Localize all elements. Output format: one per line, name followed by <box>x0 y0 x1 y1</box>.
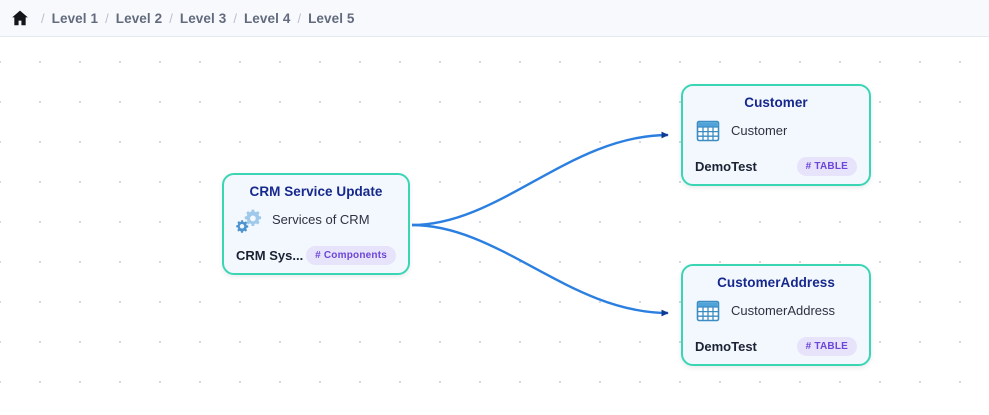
graph-node-crm-service-update[interactable]: CRM Service Update Services of CRM CRM S… <box>222 173 410 275</box>
breadcrumb-separator-4: / <box>297 10 302 26</box>
node-type-badge[interactable]: # Components <box>306 246 396 265</box>
breadcrumb-separator-3: / <box>233 10 237 26</box>
graph-node-customer[interactable]: Customer Customer DemoT <box>681 84 871 186</box>
breadcrumb-separator-1: / <box>105 10 109 26</box>
breadcrumb-item-level-3[interactable]: Level 3 <box>179 10 227 26</box>
node-footer: DemoTest # TABLE <box>695 149 857 176</box>
edge-crm-to-customeraddress <box>411 223 669 317</box>
node-footer: CRM Sys... # Components <box>236 238 396 265</box>
node-body: Services of CRM <box>236 207 396 233</box>
node-body: Customer <box>695 118 857 144</box>
breadcrumb-item-level-5[interactable]: Level 5 <box>308 10 355 26</box>
breadcrumb-item-level-4[interactable]: Level 4 <box>243 10 291 26</box>
node-subtitle: Customer <box>731 123 788 138</box>
breadcrumb-item-level-2[interactable]: Level 2 <box>115 10 163 26</box>
node-owner-label: CRM Sys... <box>236 248 304 263</box>
node-subtitle: CustomerAddress <box>731 303 836 318</box>
node-title: CustomerAddress <box>717 275 835 290</box>
edge-crm-to-customer <box>411 131 669 227</box>
breadcrumb: / Level 1 / Level 2 / Level 3 / Level 4 … <box>0 0 989 37</box>
table-icon <box>696 120 720 142</box>
node-title: Customer <box>744 95 808 110</box>
breadcrumb-separator-2: / <box>169 10 173 26</box>
node-subtitle: Services of CRM <box>272 212 370 227</box>
graph-node-customeraddress[interactable]: CustomerAddress CustomerAddress <box>681 264 871 366</box>
node-type-badge[interactable]: # TABLE <box>796 337 857 356</box>
node-body: CustomerAddress <box>695 298 857 324</box>
gears-icon <box>236 209 262 233</box>
node-owner-label: DemoTest <box>695 159 757 174</box>
node-type-badge[interactable]: # TABLE <box>796 157 857 176</box>
node-owner-label: DemoTest <box>695 339 757 354</box>
node-footer: DemoTest # TABLE <box>695 329 857 356</box>
node-title: CRM Service Update <box>249 184 383 199</box>
home-icon[interactable] <box>10 8 30 28</box>
breadcrumb-item-level-1[interactable]: Level 1 <box>51 10 99 26</box>
table-icon <box>696 300 720 322</box>
graph-canvas[interactable]: CRM Service Update Services of CRM CRM S… <box>0 37 989 415</box>
breadcrumb-separator-0: / <box>41 10 45 26</box>
